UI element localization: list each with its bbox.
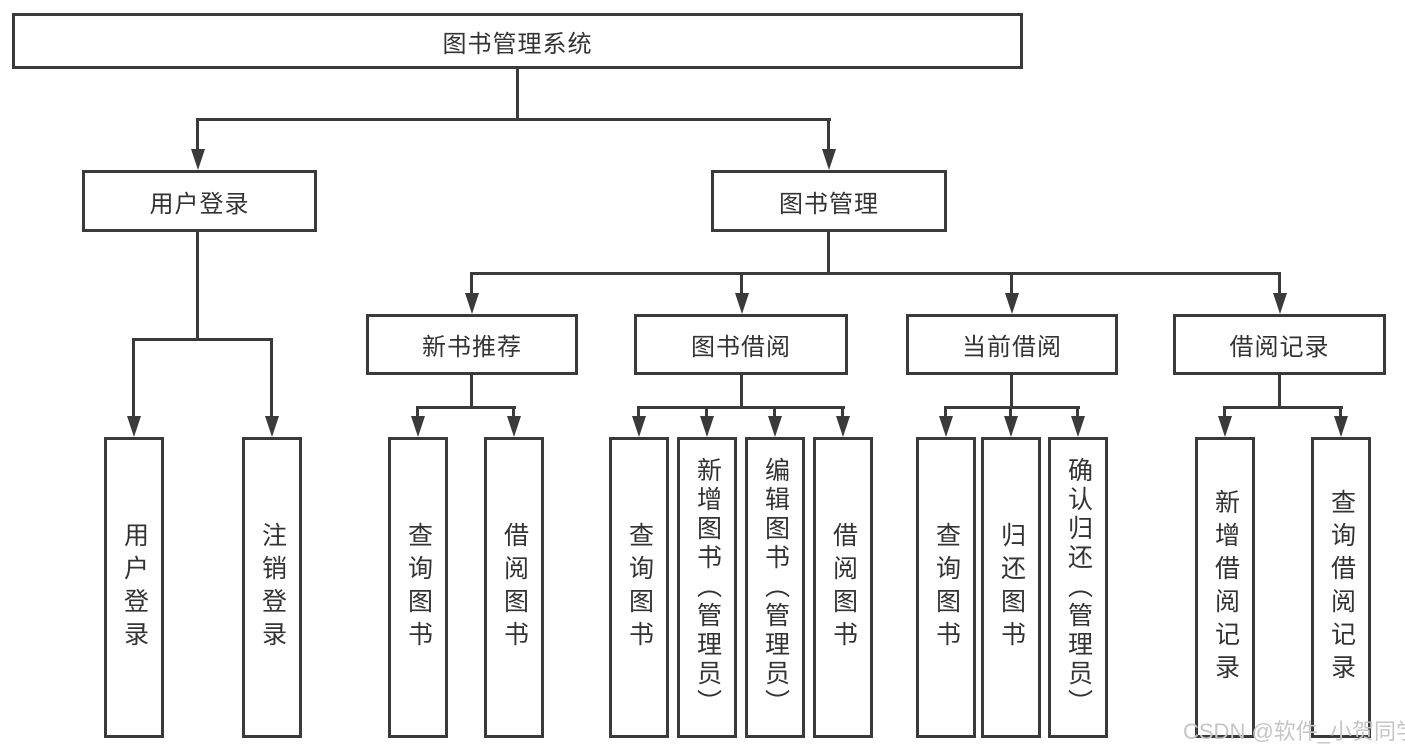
node-label: 新书推荐: [422, 334, 522, 361]
node-label: 当前借阅: [962, 334, 1062, 361]
leaf-query-book-current: 查询图书: [916, 437, 976, 738]
connector-line: [944, 406, 1080, 409]
leaf-label: 确认归还（管理员）: [1064, 457, 1093, 718]
node-borrow-record: 借阅记录: [1173, 314, 1386, 375]
arrow-down-icon: [939, 416, 953, 437]
leaf-label: 借阅图书: [500, 521, 529, 654]
connector-line: [705, 406, 708, 416]
connector-line: [132, 338, 273, 341]
leaf-label: 查询图书: [404, 521, 433, 654]
node-label: 图书管理: [779, 190, 879, 218]
connector-line: [196, 232, 199, 341]
arrow-down-icon: [265, 416, 279, 437]
connector-line: [841, 406, 844, 416]
connector-line: [270, 338, 273, 416]
leaf-label: 用户登录: [120, 521, 149, 654]
arrow-down-icon: [735, 293, 749, 314]
arrow-down-icon: [1218, 416, 1232, 437]
arrow-down-icon: [507, 416, 521, 437]
leaf-label: 借阅图书: [829, 521, 858, 654]
leaf-label: 新增借阅记录: [1211, 488, 1240, 687]
connector-line: [773, 406, 776, 416]
leaf-query-book-borrow: 查询图书: [609, 437, 669, 738]
connector-line: [740, 373, 743, 409]
connector-line: [827, 232, 830, 275]
connector-line: [416, 406, 419, 416]
connector-line: [132, 338, 135, 416]
leaf-query-borrow-record: 查询借阅记录: [1311, 437, 1371, 738]
connector-line: [1009, 406, 1012, 416]
arrow-down-icon: [127, 416, 141, 437]
arrow-down-icon: [768, 416, 782, 437]
connector-line: [1076, 406, 1079, 416]
leaf-add-book-admin: 新增图书（管理员）: [677, 437, 737, 738]
connector-line: [1278, 373, 1281, 409]
leaf-label: 新增图书（管理员）: [693, 457, 722, 718]
leaf-user-login: 用户登录: [104, 437, 164, 738]
leaf-label: 查询借阅记录: [1327, 488, 1356, 687]
connector-line: [470, 373, 473, 409]
arrow-down-icon: [1273, 293, 1287, 314]
connector-line: [470, 272, 1281, 275]
connector-line: [637, 406, 845, 409]
leaf-return-book: 归还图书: [981, 437, 1041, 738]
connector-line: [740, 272, 743, 293]
leaf-label: 查询图书: [625, 521, 654, 654]
node-label: 图书管理系统: [442, 30, 593, 58]
connector-line: [1010, 373, 1013, 409]
node-current-borrow: 当前借阅: [906, 314, 1118, 375]
connector-line: [416, 406, 516, 409]
leaf-edit-book-admin: 编辑图书（管理员）: [745, 437, 805, 738]
node-label: 用户登录: [149, 190, 250, 218]
arrow-down-icon: [411, 416, 425, 437]
node-book-management: 图书管理: [711, 170, 947, 232]
leaf-query-book-recommend: 查询图书: [388, 437, 448, 738]
connector-line: [944, 406, 947, 416]
node-user-login: 用户登录: [82, 170, 317, 232]
node-new-book-recommend: 新书推荐: [366, 314, 578, 375]
connector-line: [1278, 272, 1281, 293]
node-label: 借阅记录: [1229, 334, 1330, 361]
leaf-label: 注销登录: [258, 521, 287, 654]
leaf-logout: 注销登录: [242, 437, 302, 738]
arrow-down-icon: [465, 293, 479, 314]
node-root-system: 图书管理系统: [12, 13, 1023, 69]
connector-line: [512, 406, 515, 416]
arrow-down-icon: [1005, 293, 1019, 314]
arrow-down-icon: [822, 149, 836, 170]
connector-line: [827, 118, 830, 149]
arrow-down-icon: [1004, 416, 1018, 437]
connector-line: [516, 68, 519, 121]
leaf-add-borrow-record: 新增借阅记录: [1195, 437, 1255, 738]
connector-line: [1223, 406, 1226, 416]
node-book-borrow: 图书借阅: [634, 314, 848, 375]
leaf-confirm-return-admin: 确认归还（管理员）: [1048, 437, 1108, 738]
connector-line: [196, 118, 831, 121]
leaf-label: 归还图书: [997, 521, 1026, 654]
leaf-borrow-book-recommend: 借阅图书: [484, 437, 544, 738]
node-label: 图书借阅: [691, 334, 791, 361]
arrow-down-icon: [700, 416, 714, 437]
arrow-down-icon: [836, 416, 850, 437]
connector-line: [1010, 272, 1013, 293]
leaf-label: 编辑图书（管理员）: [761, 457, 790, 718]
csdn-watermark: CSDN @软件_小贺同学: [1183, 719, 1405, 744]
connector-line: [1223, 406, 1343, 409]
connector-line: [470, 272, 473, 293]
leaf-label: 查询图书: [932, 521, 961, 654]
arrow-down-icon: [1071, 416, 1085, 437]
connector-line: [637, 406, 640, 416]
arrow-down-icon: [1334, 416, 1348, 437]
leaf-borrow-book: 借阅图书: [813, 437, 873, 738]
arrow-down-icon: [632, 416, 646, 437]
arrow-down-icon: [191, 149, 205, 170]
connector-line: [1339, 406, 1342, 416]
connector-line: [196, 118, 199, 149]
